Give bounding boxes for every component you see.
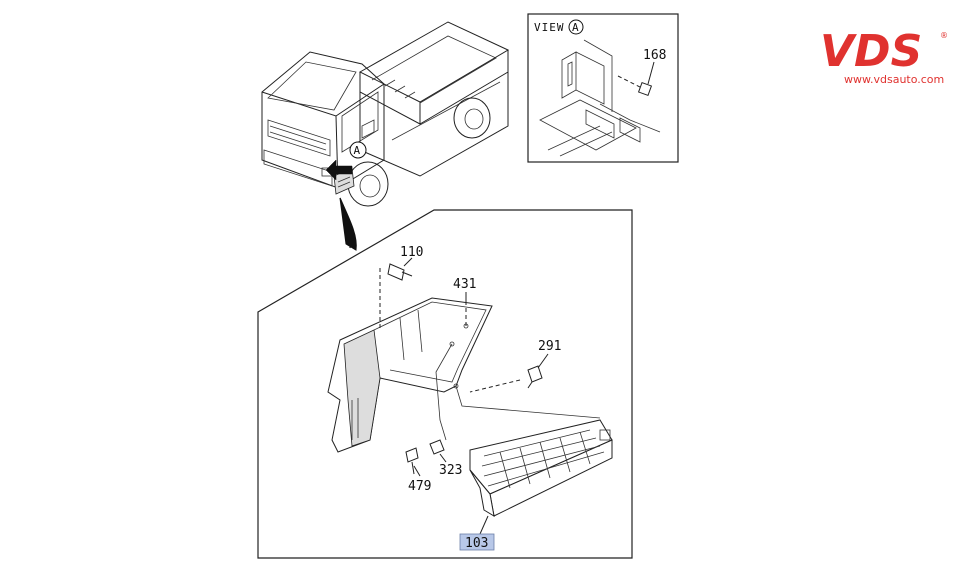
callout-431: 431: [453, 277, 476, 292]
callout-479: 479: [408, 479, 431, 494]
view-label-prefix: VIEW: [534, 21, 565, 34]
callout-168: 168: [643, 48, 666, 63]
callout-110: 110: [400, 245, 423, 260]
view-marker-a: [349, 141, 367, 159]
truck-overview: A: [261, 21, 510, 207]
step-detail-box: 110 431 291 479 323: [257, 209, 633, 559]
step-bracket-431: [327, 297, 493, 453]
callout-103: 103: [465, 536, 488, 551]
logo-registered: ®: [940, 31, 948, 40]
vds-logo: VDS ® www.vdsauto.com: [820, 26, 948, 86]
view-a-inset: VIEW A 168: [527, 13, 679, 163]
bolt-291: 291: [527, 339, 561, 389]
bolt-479: 479: [405, 447, 431, 494]
bolt-110: 110: [387, 245, 423, 281]
step-plate-103: 103: [459, 419, 613, 551]
logo-url: www.vdsauto.com: [844, 73, 944, 86]
nut-323: 323: [429, 439, 462, 478]
callout-103-highlight: [459, 533, 495, 551]
view-marker-letter: A: [354, 144, 362, 157]
callout-291: 291: [538, 339, 561, 354]
callout-323: 323: [439, 463, 462, 478]
step-plate-grid: [481, 429, 611, 489]
detail-pointer-arrow: [339, 197, 357, 251]
view-label-letter: A: [572, 21, 580, 34]
logo-brand: VDS: [820, 26, 922, 77]
